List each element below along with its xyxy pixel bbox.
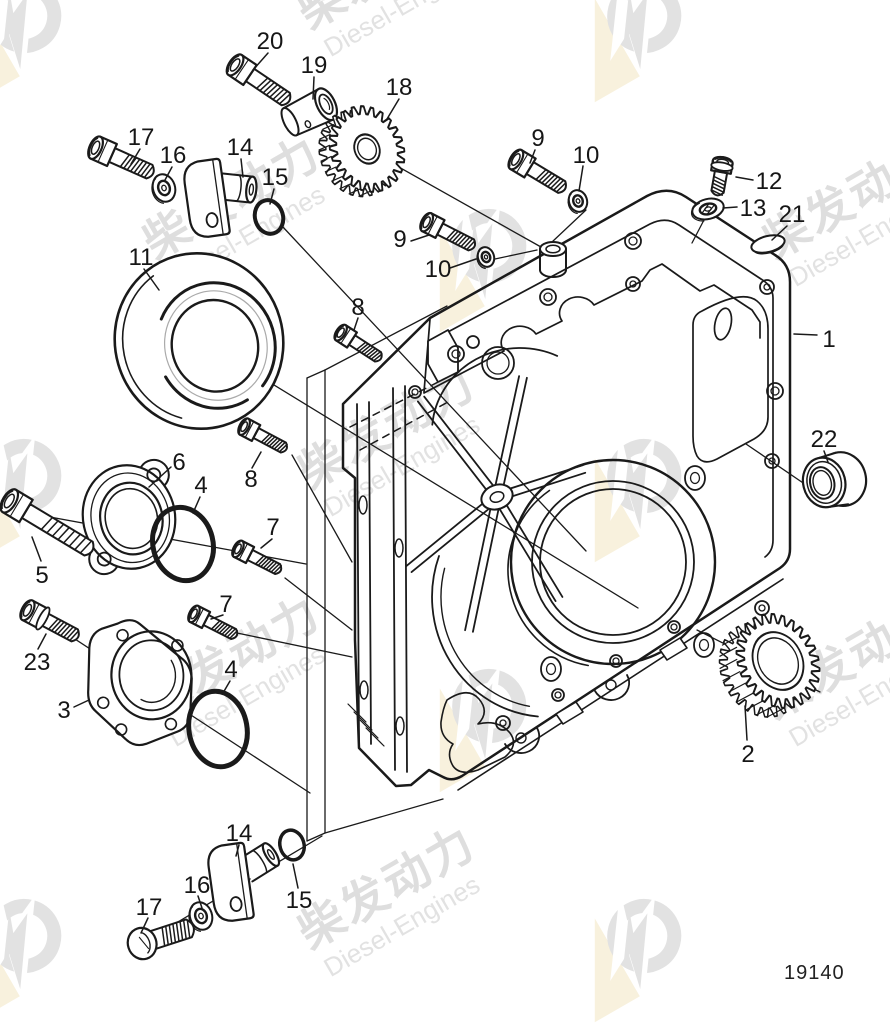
- part-washer-13: [690, 197, 725, 222]
- callout-14: 14: [227, 134, 254, 161]
- watermark-triangle: [0, 918, 20, 1023]
- part-oring-4a: [150, 504, 216, 584]
- watermark-tile: [0, 889, 62, 1023]
- mounting-plane: [306, 305, 448, 842]
- part-bushing-22: [801, 451, 868, 509]
- diesel-engines-logo: [0, 0, 62, 84]
- part-oring-4b: [186, 688, 250, 770]
- callout-17: 17: [136, 894, 163, 921]
- callout-16: 16: [184, 872, 211, 899]
- callout-10: 10: [573, 142, 600, 169]
- callout-2: 2: [741, 741, 754, 768]
- part-washer-10b: [476, 246, 496, 270]
- part-bolt-8a: [333, 323, 383, 363]
- callout-6: 6: [172, 449, 185, 476]
- callout-8: 8: [351, 294, 364, 321]
- part-gear-18: [318, 105, 406, 198]
- callout-7: 7: [266, 514, 279, 541]
- part-bracket-14b: [207, 841, 281, 922]
- part-bracket-14a: [183, 157, 258, 238]
- part-washer-10a: [567, 189, 589, 215]
- part-oring-15a: [252, 198, 286, 236]
- watermark-tile: [594, 0, 682, 103]
- callout-1: 1: [822, 326, 835, 353]
- callout-10: 10: [425, 256, 452, 283]
- part-plug-12: [710, 155, 734, 197]
- callout-8: 8: [244, 466, 257, 493]
- callout-19: 19: [301, 52, 328, 79]
- callout-17: 17: [128, 124, 155, 151]
- diesel-engines-logo: [0, 889, 62, 1004]
- part-cap-21: [750, 234, 786, 255]
- part-bolt-9a: [507, 148, 567, 194]
- callout-9: 9: [531, 125, 544, 152]
- callout-7: 7: [219, 591, 232, 618]
- part-bolt-5: [0, 488, 95, 557]
- part-gear-2: [718, 612, 821, 718]
- leader-lines: [31, 52, 829, 934]
- part-housing: [341, 189, 792, 791]
- part-bolt-8b: [237, 417, 288, 454]
- part-flange-6: [81, 458, 177, 576]
- callout-18: 18: [386, 74, 413, 101]
- callout-15: 15: [262, 164, 289, 191]
- watermark-triangle: [594, 918, 640, 1023]
- callout-14: 14: [226, 820, 253, 847]
- diesel-engines-logo: [607, 429, 682, 544]
- part-bolt-7a: [231, 539, 283, 576]
- part-bolt-20: [225, 53, 292, 107]
- part-seal-11: [113, 251, 285, 431]
- watermark-tile: [439, 659, 527, 793]
- callout-4: 4: [224, 656, 237, 683]
- callout-4: 4: [194, 472, 207, 499]
- diesel-engines-logo: [607, 889, 682, 1004]
- watermark-triangle: [594, 458, 640, 563]
- part-flange-3: [87, 619, 193, 747]
- callout-16: 16: [160, 142, 187, 169]
- callout-15: 15: [286, 887, 313, 914]
- part-bolt-9b: [419, 211, 477, 252]
- callout-23: 23: [24, 649, 51, 676]
- callout-3: 3: [57, 697, 70, 724]
- watermark-tile: [594, 889, 682, 1023]
- callout-5: 5: [35, 562, 48, 589]
- part-oring-15b: [277, 828, 307, 862]
- watermark-triangle: [0, 458, 20, 563]
- watermark-tile: [594, 429, 682, 563]
- callout-11: 11: [129, 244, 154, 271]
- callout-9: 9: [393, 226, 406, 253]
- callout-12: 12: [756, 168, 783, 195]
- part-bolt-7b: [187, 604, 239, 641]
- diesel-engines-logo: [452, 659, 527, 774]
- watermark-triangle: [439, 688, 485, 793]
- callout-20: 20: [257, 28, 284, 55]
- part-bolt-23: [19, 599, 80, 643]
- diesel-engines-logo: [607, 0, 682, 84]
- watermark-triangle: [0, 0, 20, 103]
- callout-13: 13: [740, 195, 767, 222]
- figure-number: 19140: [784, 962, 845, 984]
- part-bolt-17b: [126, 918, 195, 961]
- part-washer-16a: [151, 173, 177, 204]
- callout-22: 22: [811, 426, 838, 453]
- watermark-triangle: [594, 0, 640, 103]
- watermark-tile: [0, 0, 62, 103]
- callout-21: 21: [779, 201, 806, 228]
